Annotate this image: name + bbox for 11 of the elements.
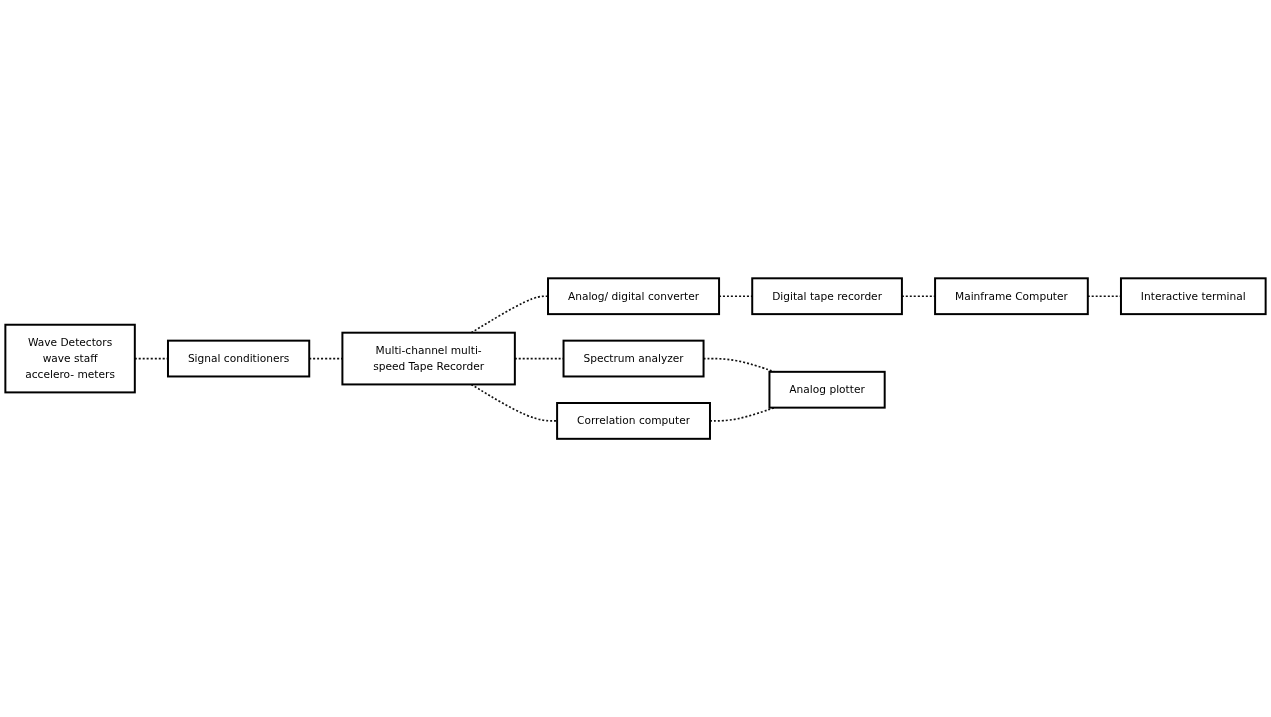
node-box: Digital tape recorder <box>751 277 903 316</box>
node-box: Correlation computer <box>556 401 711 440</box>
connector <box>470 383 558 422</box>
node-box: Spectrum analyzer <box>562 339 705 378</box>
node-box: Analog plotter <box>768 370 886 409</box>
node-box: Interactive terminal <box>1119 277 1267 316</box>
node-box: Analog/ digital converter <box>547 277 721 316</box>
node-box: Multi-channel multi-speed Tape Recorder <box>341 331 516 386</box>
node-box: Signal conditioners <box>167 339 311 378</box>
node-box: Mainframe Computer <box>934 277 1089 316</box>
node-box: Wave Detectors wave staff accelero- meters <box>4 323 136 394</box>
